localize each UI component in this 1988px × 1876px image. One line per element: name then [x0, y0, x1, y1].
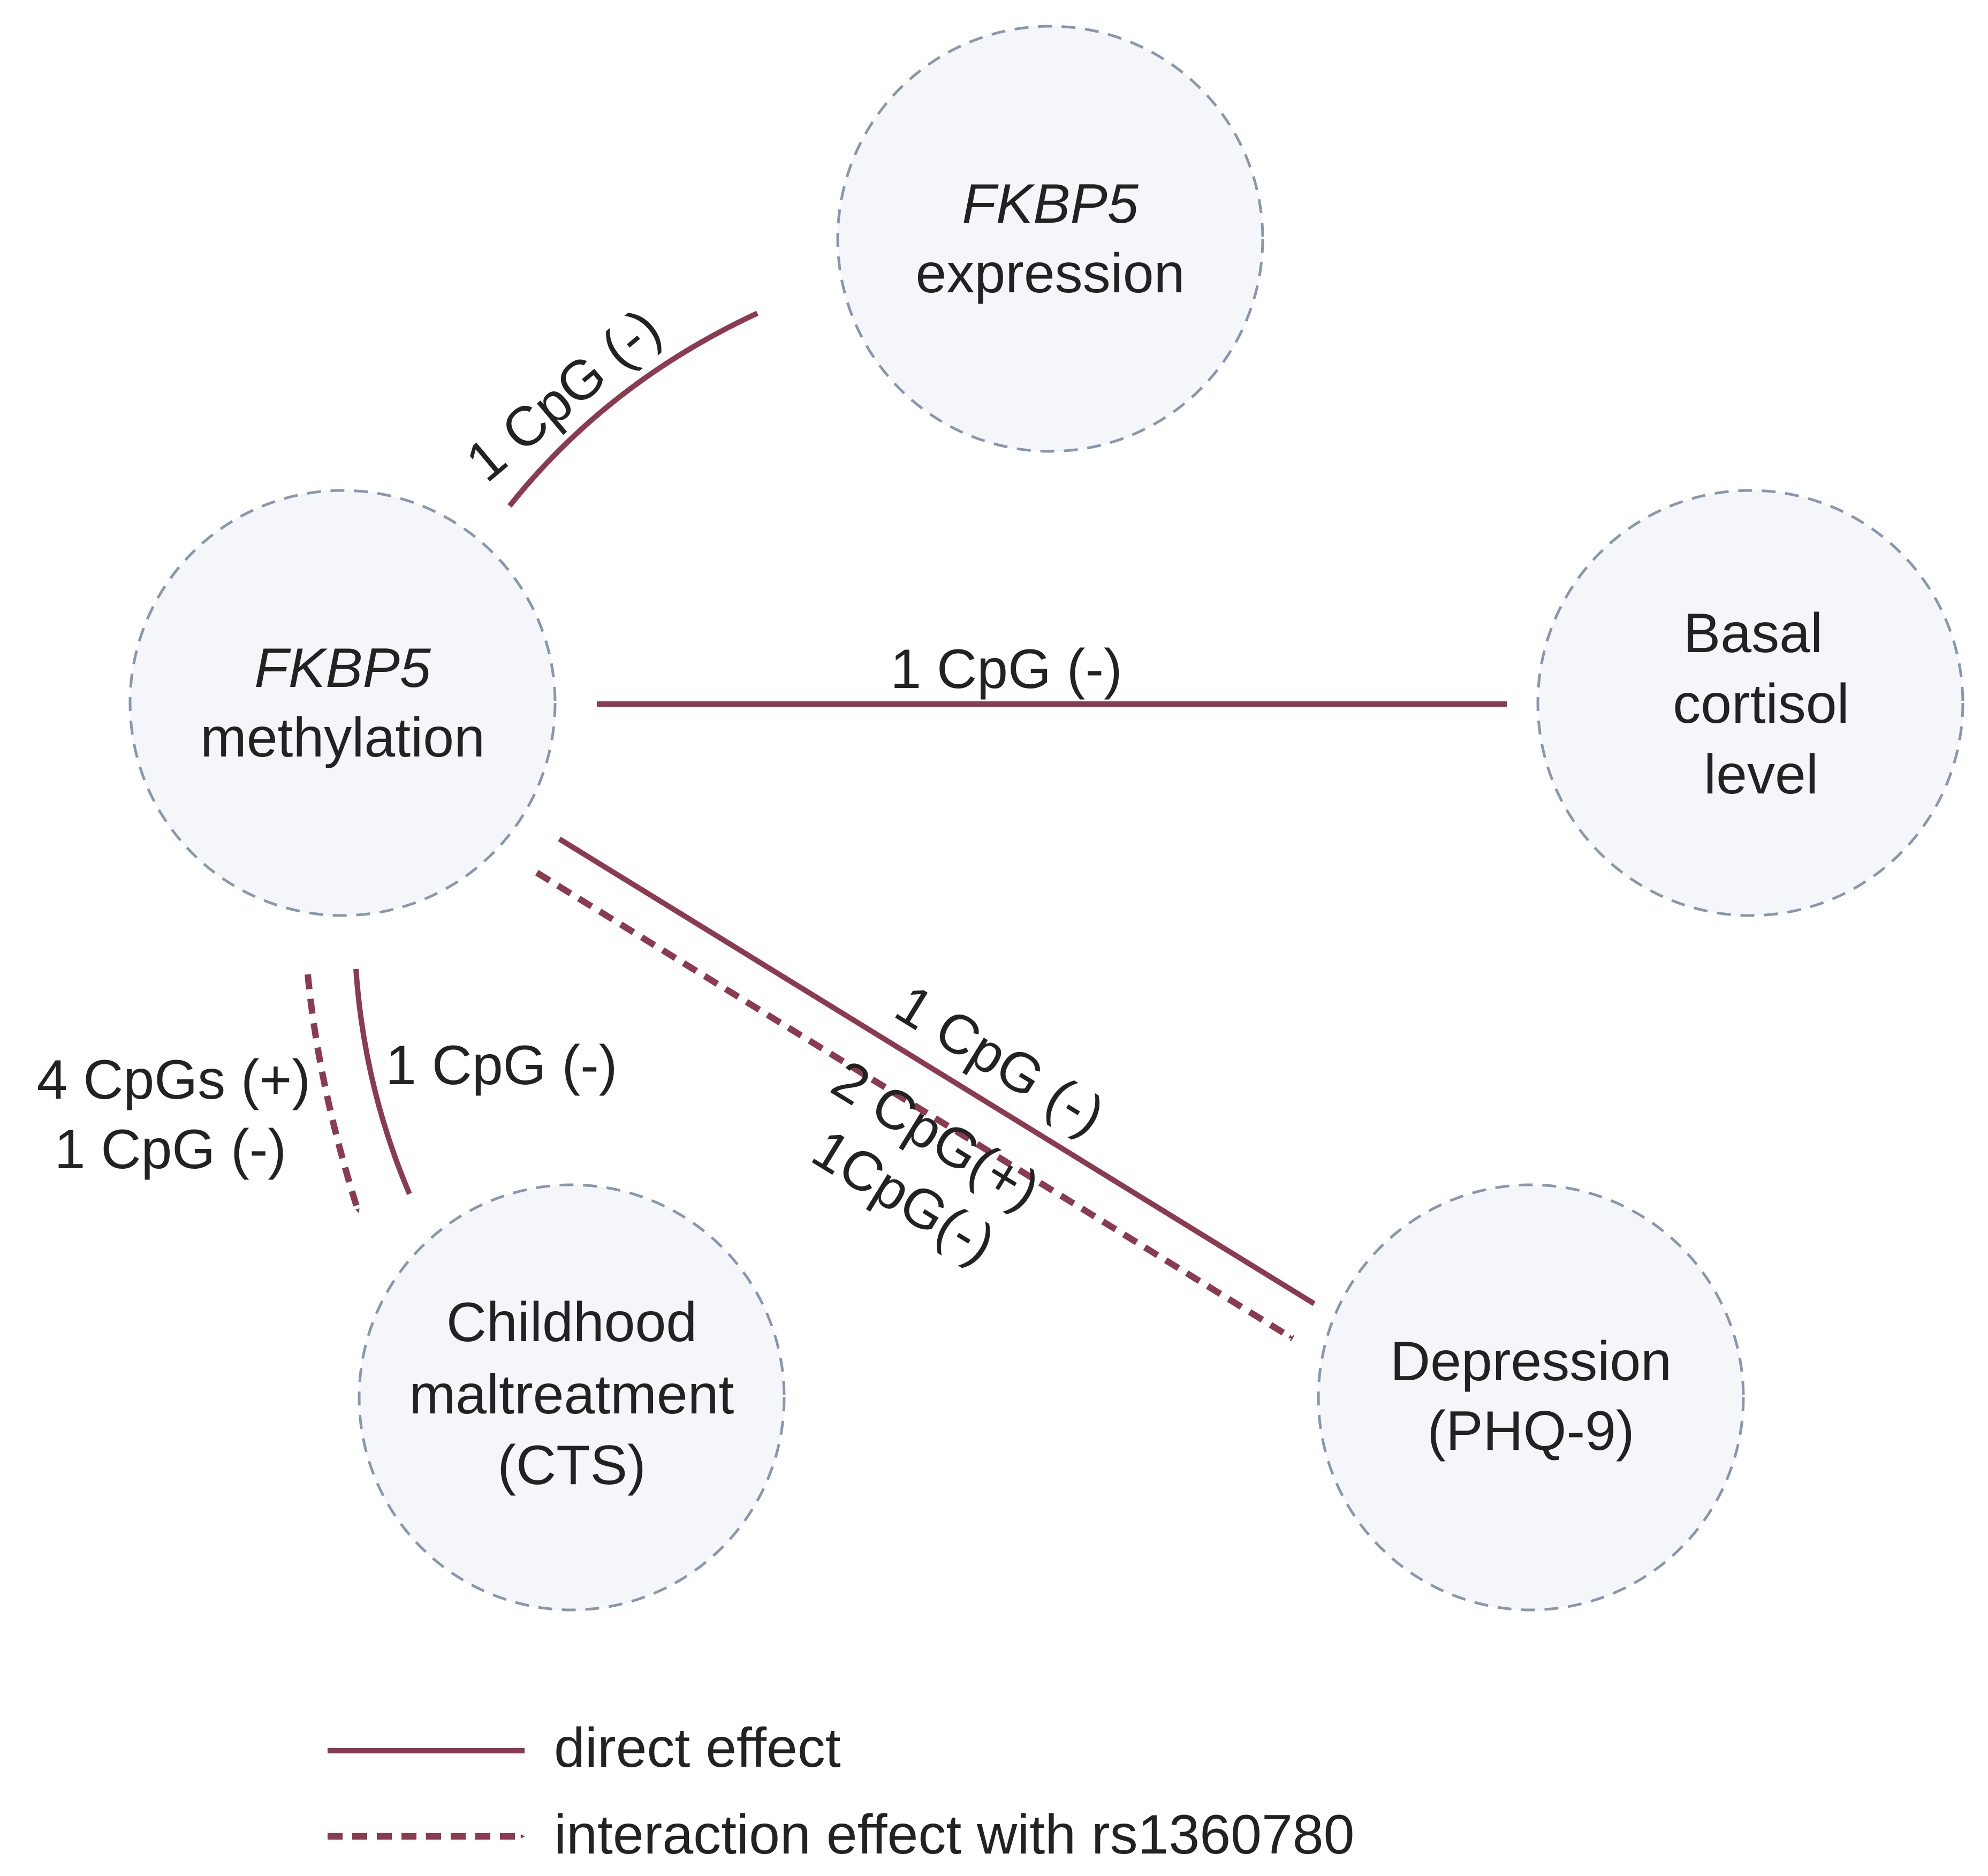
node-circle — [1317, 1183, 1745, 1612]
node-label-measure: methylation — [200, 707, 485, 769]
node-label-measure: expression — [916, 243, 1185, 305]
edge-methylation-expression: 1 CpG (-) — [454, 297, 759, 508]
node-label-gene: FKBP5 — [254, 637, 431, 699]
node-label-line2: (PHQ-9) — [1427, 1400, 1634, 1462]
edge-label-line1: 4 CpGs (+) — [37, 1049, 310, 1111]
edge-label: 1 CpG (-) — [890, 638, 1122, 700]
edge-methylation-cortisol: 1 CpG (-) — [596, 638, 1507, 707]
legend-item-direct: direct effect — [327, 1717, 841, 1779]
node-label-line2: maltreatment — [409, 1364, 734, 1426]
legend-label-interaction: interaction effect with rs1360780 — [554, 1804, 1354, 1866]
node-label-line1: Depression — [1390, 1330, 1672, 1393]
edge-methylation-maltreatment-direct: 1 CpG (-) — [353, 969, 617, 1195]
edge-label: 1 CpG (-) — [454, 297, 672, 493]
node-basal-cortisol: Basal cortisol level — [1536, 489, 1964, 917]
node-label-line1: Basal — [1683, 602, 1823, 664]
arrow-interaction — [535, 869, 1295, 1342]
node-circle — [1536, 489, 1964, 917]
node-depression: Depression (PHQ-9) — [1317, 1183, 1745, 1612]
node-label-line3: level — [1704, 744, 1818, 806]
node-label-line2: cortisol — [1673, 673, 1849, 735]
arrow-direct — [353, 969, 412, 1195]
node-childhood-maltreatment: Childhood maltreatment (CTS) — [358, 1183, 786, 1612]
arrow-direct — [507, 311, 759, 508]
node-label-line3: (CTS) — [497, 1434, 646, 1496]
node-fkbp5-expression: FKBP5 expression — [836, 25, 1264, 453]
node-circle — [128, 489, 557, 917]
arrow-interaction — [305, 974, 362, 1214]
edge-label-line2: 1 CpG (-) — [55, 1118, 286, 1181]
edge-methylation-maltreatment-interaction: 4 CpGs (+) 1 CpG (-) — [37, 974, 362, 1214]
node-label-gene: FKBP5 — [962, 173, 1139, 235]
node-circle — [836, 25, 1264, 453]
legend: direct effect interaction effect with rs… — [327, 1717, 1354, 1866]
edge-label: 1 CpG (-) — [385, 1034, 617, 1096]
legend-item-interaction: interaction effect with rs1360780 — [327, 1804, 1354, 1866]
node-label-line1: Childhood — [446, 1291, 697, 1353]
node-fkbp5-methylation: FKBP5 methylation — [128, 489, 557, 917]
legend-label-direct: direct effect — [554, 1717, 841, 1779]
